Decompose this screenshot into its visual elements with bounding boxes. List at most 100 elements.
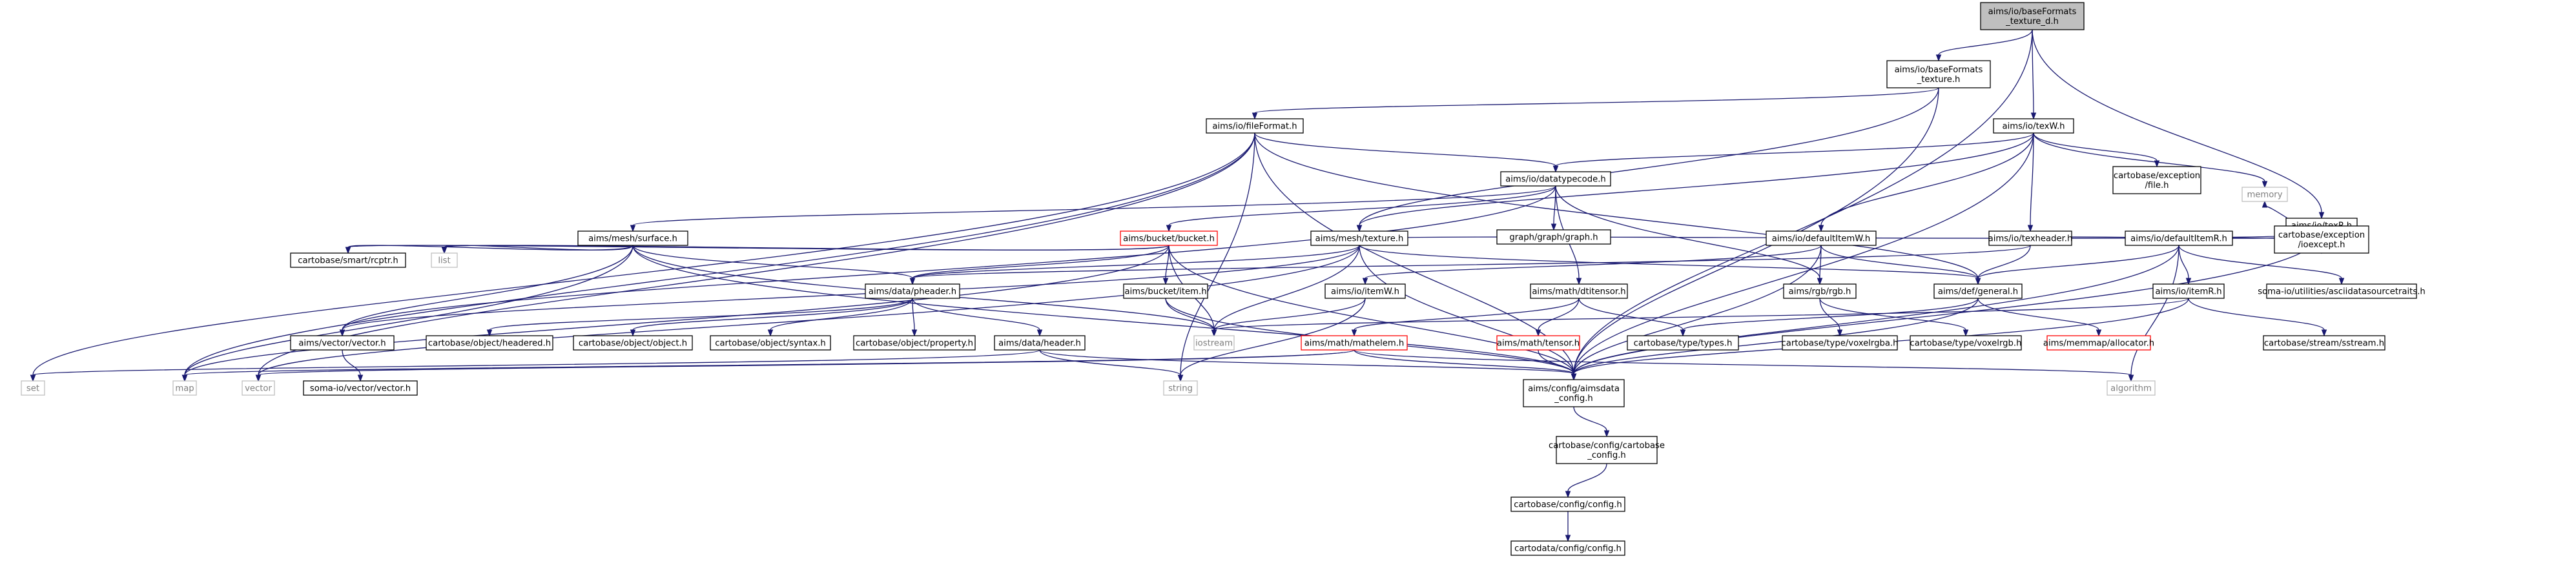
node-box <box>2274 225 2369 254</box>
edge-rgb-to-voxelrgb <box>1819 298 1969 337</box>
node-box <box>1980 2 2085 30</box>
node-label: vector <box>245 384 272 394</box>
node-label: memory <box>2247 190 2282 200</box>
edge-tensor-to-aimsdata <box>1538 349 1577 381</box>
edge-dtitensor-to-tensor <box>1535 298 1580 337</box>
node-label: aims/math/dtitensor.h <box>1532 287 1625 297</box>
node-item[interactable]: aims/bucket/item.h <box>1123 283 1208 299</box>
edge-general-to-types <box>1680 298 1979 337</box>
node-vectorh[interactable]: aims/vector/vector.h <box>290 335 395 351</box>
nodes-layer: aims/io/baseFormats_texture_d.h aims/io/b… <box>21 2 2426 556</box>
edge-itemr-to-iostream <box>1211 298 2189 337</box>
node-syntax[interactable]: cartobase/object/syntax.h <box>710 335 831 351</box>
node-cdconfig[interactable]: cartodata/config/config.h <box>1510 540 1625 556</box>
edge-defitemr-to-aimsdata <box>1571 245 2179 381</box>
edge-general-to-allocator <box>1977 298 2102 337</box>
node-somavector[interactable]: soma-io/vector/vector.h <box>303 380 418 396</box>
node-asciitraits[interactable]: soma-io/utilities/asciidatasourcetraits.… <box>2258 283 2426 299</box>
edge-root-to-texw <box>2030 29 2037 120</box>
node-dtitensor[interactable]: aims/math/dtitensor.h <box>1530 283 1628 299</box>
node-box <box>2112 166 2201 194</box>
edge-texheader-to-general <box>1975 245 2031 285</box>
node-meshtex[interactable]: aims/mesh/texture.h <box>1310 230 1408 246</box>
node-defitemr[interactable]: aims/io/defaultItemR.h <box>2125 230 2233 246</box>
node-box <box>1783 283 1857 299</box>
node-label: cartobase/smart/rcptr.h <box>298 256 398 266</box>
edge-pheader-to-object <box>630 298 913 337</box>
node-box <box>1993 118 2074 134</box>
node-bft[interactable]: aims/io/baseFormats_texture.h <box>1886 60 1991 88</box>
node-label: cartobase/type/types.h <box>1634 339 1733 349</box>
node-list: list <box>431 252 458 268</box>
node-surface[interactable]: aims/mesh/surface.h <box>577 230 688 246</box>
node-box <box>1496 335 1580 351</box>
edge-bucket-to-rcptr <box>345 245 1170 254</box>
node-fileformat[interactable]: aims/io/fileFormat.h <box>1206 118 1304 134</box>
node-object[interactable]: cartobase/object/object.h <box>573 335 693 351</box>
node-defitemw[interactable]: aims/io/defaultItemW.h <box>1766 230 1877 246</box>
node-box <box>1910 335 2022 351</box>
node-voxelrgba[interactable]: cartobase/type/voxelrgba.h <box>1782 335 1899 351</box>
node-rcptr[interactable]: cartobase/smart/rcptr.h <box>290 252 406 268</box>
node-bucket[interactable]: aims/bucket/bucket.h <box>1120 230 1218 246</box>
node-texheader[interactable]: aims/io/texheader.h <box>1988 230 2073 246</box>
edge-bucket-to-list <box>441 245 1170 254</box>
node-datatypecode[interactable]: aims/io/datatypecode.h <box>1500 171 1611 187</box>
node-property[interactable]: cartobase/object/property.h <box>853 335 976 351</box>
node-itemw[interactable]: aims/io/itemW.h <box>1324 283 1406 299</box>
node-box <box>1206 118 1304 134</box>
node-voxelrgb[interactable]: cartobase/type/voxelrgb.h <box>1910 335 2022 351</box>
node-itemr[interactable]: aims/io/itemR.h <box>2152 283 2225 299</box>
node-texw[interactable]: aims/io/texW.h <box>1993 118 2074 134</box>
node-box <box>1530 283 1628 299</box>
node-label: aims/io/itemR.h <box>2155 287 2221 297</box>
node-general[interactable]: aims/def/general.h <box>1933 283 2023 299</box>
node-label: aims/mesh/surface.h <box>588 234 677 244</box>
node-tensor[interactable]: aims/math/tensor.h <box>1496 335 1580 351</box>
node-box <box>2125 230 2233 246</box>
node-allocator[interactable]: aims/memmap/allocator.h <box>2043 335 2154 351</box>
node-box <box>1163 380 1198 396</box>
node-label: cartobase/exception <box>2114 171 2200 181</box>
edge-mathelem-to-algorithm <box>1354 349 2134 382</box>
node-box <box>1886 60 1991 88</box>
node-box <box>1556 436 1658 464</box>
node-box <box>1510 496 1625 512</box>
node-header[interactable]: aims/data/header.h <box>994 335 1086 351</box>
node-aimsdata[interactable]: aims/config/aimsdata_config.h <box>1523 379 1625 407</box>
node-label: iostream <box>1195 339 1233 349</box>
node-types[interactable]: cartobase/type/types.h <box>1627 335 1739 351</box>
edge-bft-to-fileformat <box>1252 87 1939 120</box>
edge-cbconfigh-to-cdconfig <box>1565 511 1571 542</box>
node-rgb[interactable]: aims/rgb/rgb.h <box>1783 283 1857 299</box>
node-label: _texture.h <box>1917 75 1961 85</box>
node-box <box>21 380 45 396</box>
node-headered[interactable]: cartobase/object/headered.h <box>426 335 553 351</box>
node-box <box>2263 335 2385 351</box>
node-cexcfile[interactable]: cartobase/exception/file.h <box>2112 166 2201 194</box>
edge-texw-to-memory <box>2033 132 2268 189</box>
node-box <box>2266 283 2417 299</box>
node-root[interactable]: aims/io/baseFormats_texture_d.h <box>1980 2 2085 30</box>
edge-defitemw-to-rgb <box>1817 245 1823 285</box>
edge-header-to-aimsdata <box>1039 349 1577 381</box>
node-mathelem[interactable]: aims/math/mathelem.h <box>1301 335 1408 351</box>
node-cbconfigh[interactable]: cartobase/config/config.h <box>1510 496 1625 512</box>
node-label: aims/math/tensor.h <box>1497 339 1580 349</box>
edge-root-to-bft <box>1935 29 2033 62</box>
node-box <box>290 335 395 351</box>
node-graph[interactable]: graph/graph/graph.h <box>1496 229 1611 245</box>
node-box <box>573 335 693 351</box>
node-pheader[interactable]: aims/data/pheader.h <box>865 283 960 299</box>
node-label: cartobase/config/cartobase <box>1549 441 1665 451</box>
node-label: aims/io/datatypecode.h <box>1505 175 1606 185</box>
node-box <box>994 335 1086 351</box>
node-cexcio[interactable]: cartobase/exception/ioexcept.h <box>2274 225 2369 254</box>
node-label: string <box>1168 384 1193 394</box>
edge-pheader-to-header <box>912 298 1043 337</box>
node-cbconfig[interactable]: cartobase/config/cartobase_config.h <box>1549 436 1665 464</box>
node-sstream[interactable]: cartobase/stream/sstream.h <box>2263 335 2385 351</box>
edge-defitemr-to-general <box>1975 245 2179 285</box>
node-box <box>865 283 960 299</box>
